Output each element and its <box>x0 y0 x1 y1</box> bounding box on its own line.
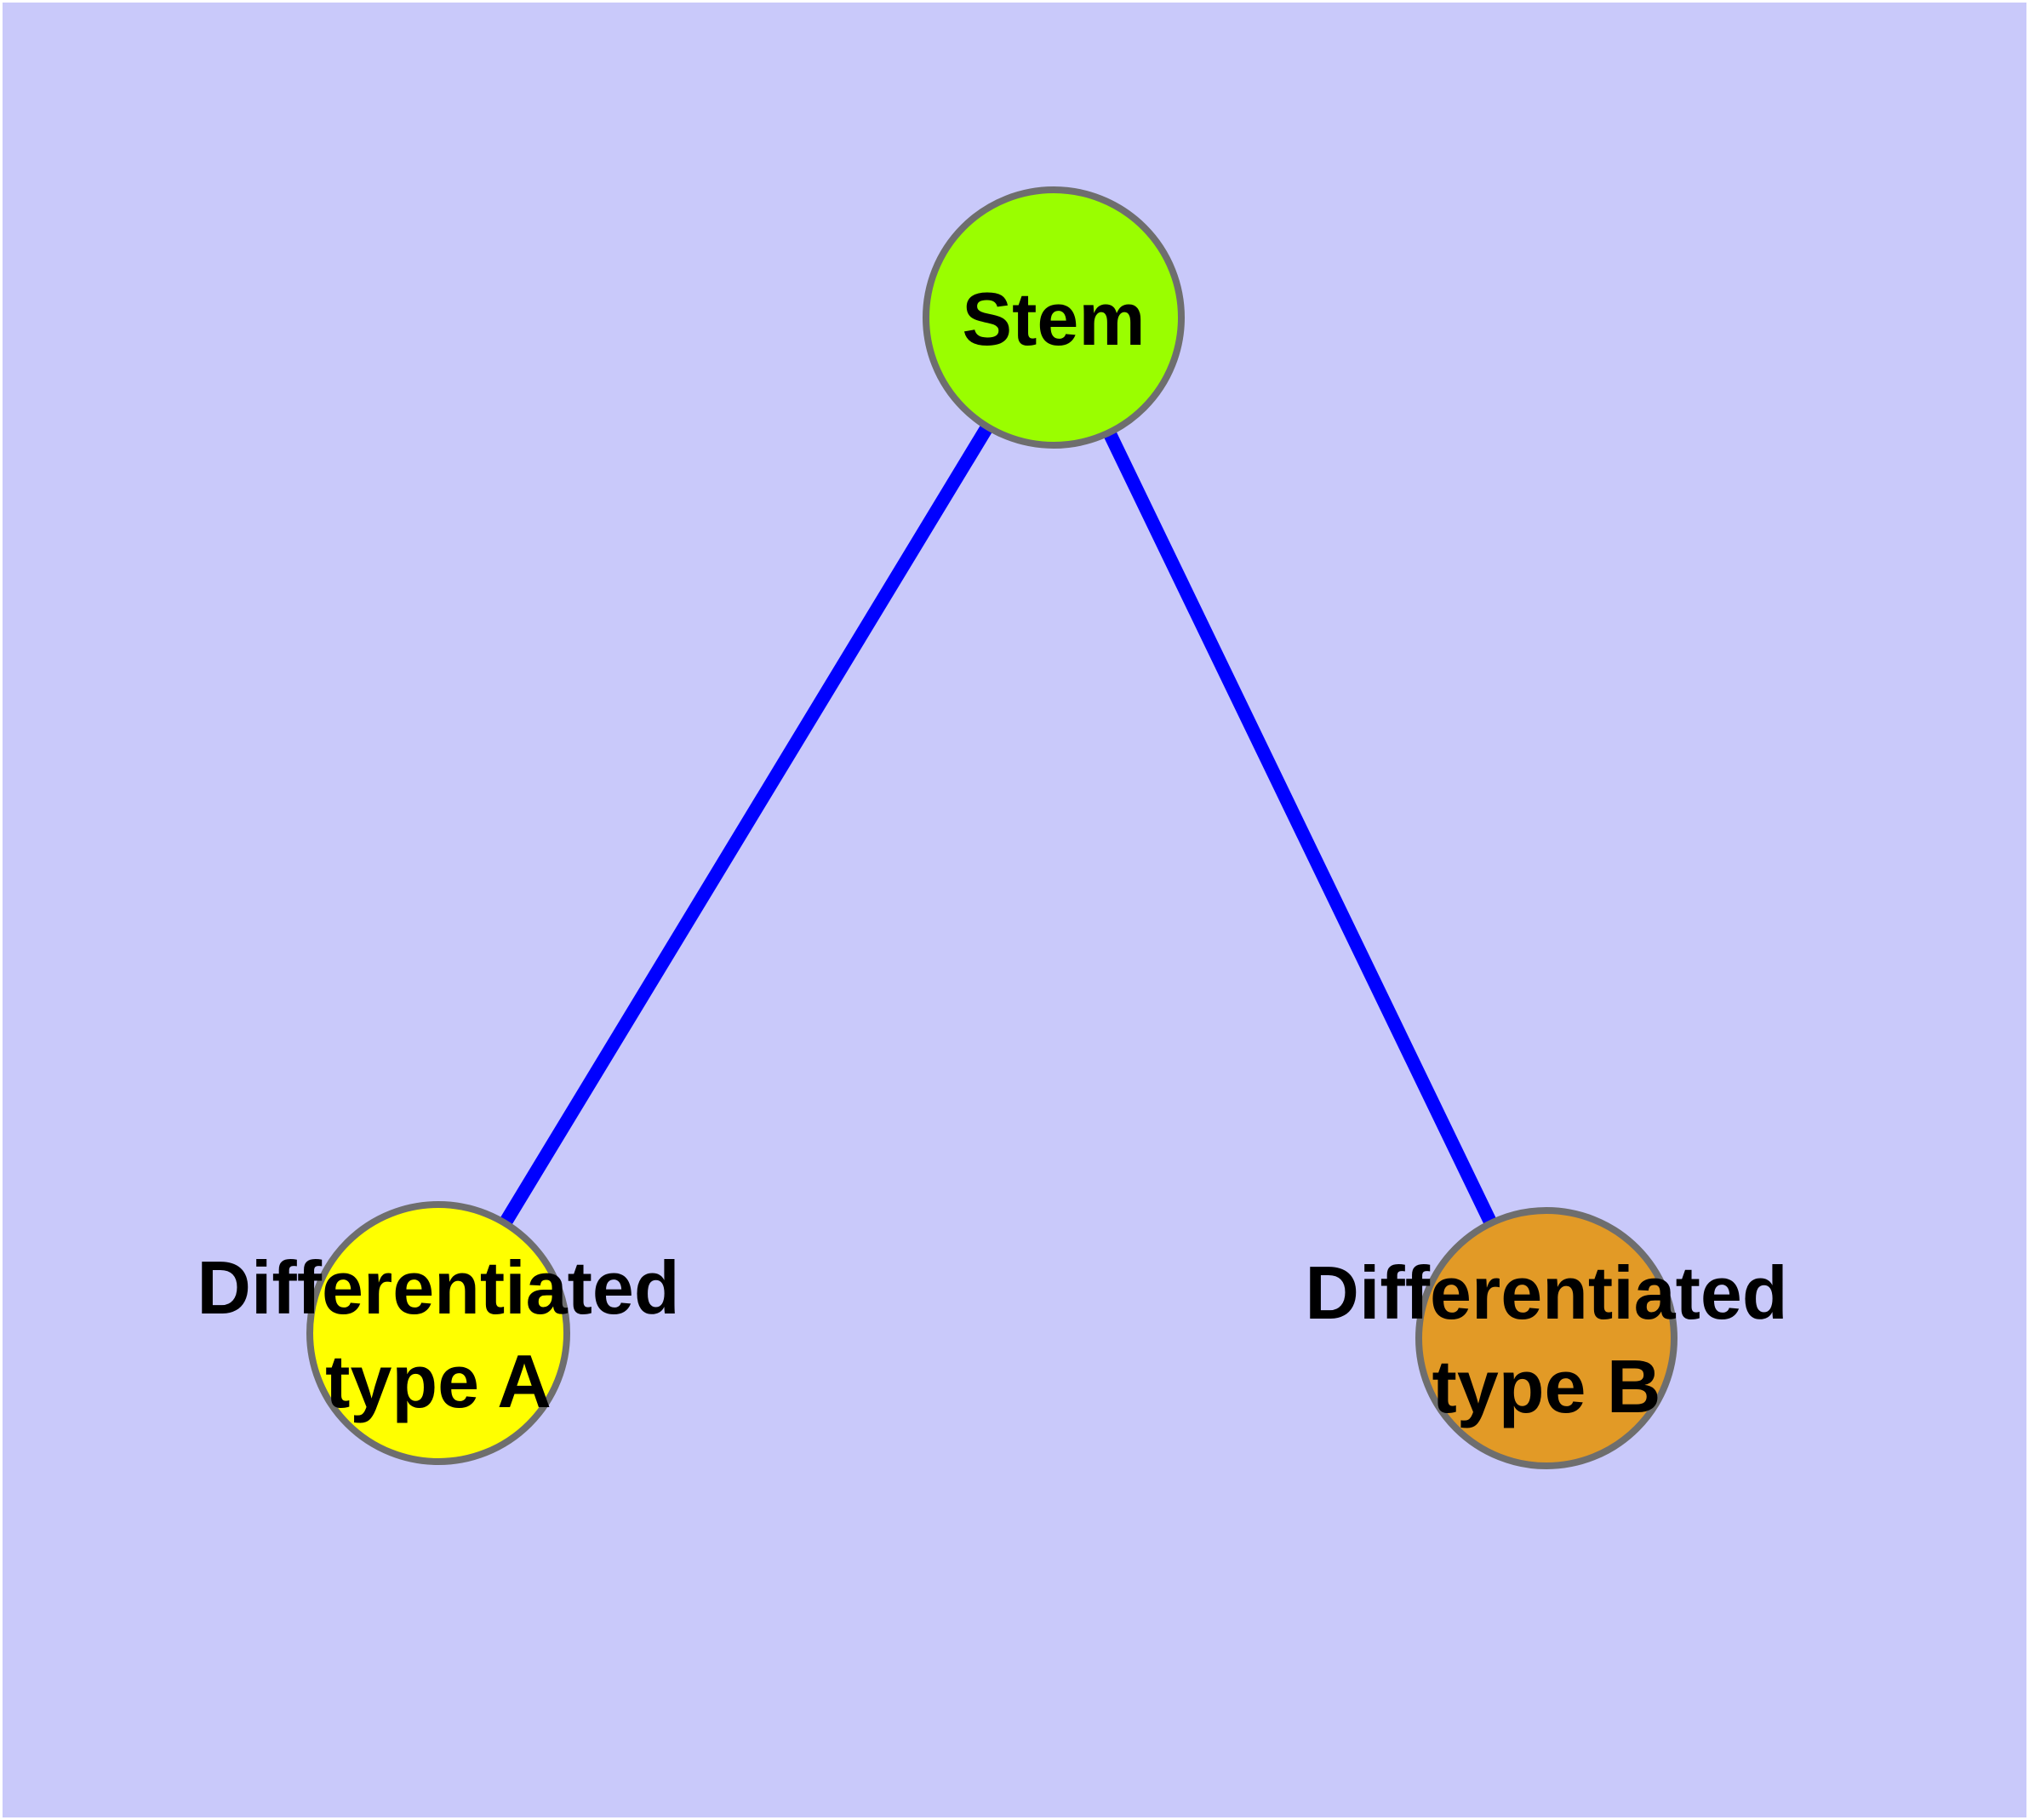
node-diff-a-circle <box>306 1201 570 1465</box>
node-stem-circle <box>923 186 1185 449</box>
node-diff-a-label: Differentiated type A <box>197 1245 679 1423</box>
node-diff-a-label-line: Differentiated <box>197 1245 679 1330</box>
node-stem: Stem <box>923 186 1185 449</box>
node-diff-b-label-line: Differentiated <box>1305 1251 1787 1335</box>
node-diff-b: Differentiated type B <box>1305 1207 1788 1469</box>
edge-stem-to-diff-a <box>432 313 1060 1337</box>
node-diff-a-label-line: type A <box>325 1339 552 1423</box>
node-stem-label: Stem <box>962 277 1145 361</box>
node-diff-b-label: Differentiated type B <box>1305 1251 1787 1428</box>
node-diff-b-label-line: type B <box>1432 1344 1661 1428</box>
node-diff-a: Differentiated type A <box>197 1201 680 1465</box>
edge-stem-to-diff-b <box>1047 314 1553 1342</box>
edge-layer <box>432 313 1553 1342</box>
node-diff-b-circle <box>1415 1207 1677 1469</box>
node-stem-label-line: Stem <box>962 277 1145 361</box>
